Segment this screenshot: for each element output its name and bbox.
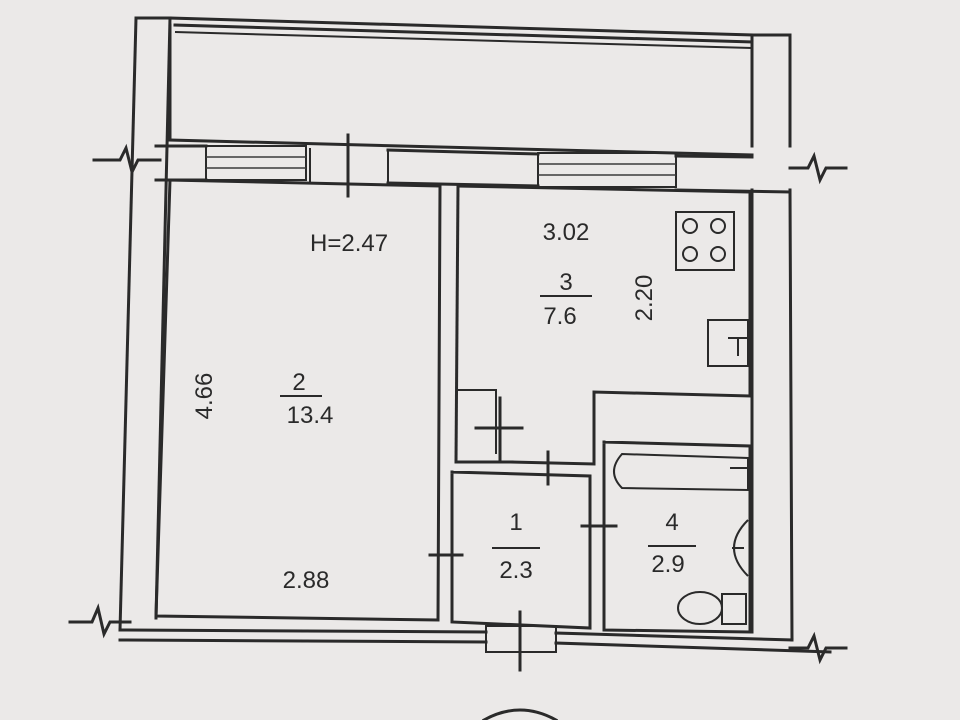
room-1-area: 2.3 [499,557,532,584]
room-3-width-dimension: 3.02 [543,219,590,246]
outer-walls [118,16,832,654]
balcony-wall [154,133,792,198]
room-4-area: 2.9 [651,551,684,578]
room-1-walls [450,470,592,630]
ceiling-height-label: H=2.47 [310,230,388,257]
room-2-walls [154,178,442,622]
washbasin-icon [732,519,749,577]
room-3-area: 7.6 [543,303,576,330]
room-2-height-dimension: 4.66 [191,373,218,420]
balcony [168,16,754,157]
compass-partial-icon [481,708,559,720]
door-marks [428,396,618,672]
break-marks [68,143,848,665]
toilet-icon [677,591,747,625]
room-4-number: 4 [665,509,678,536]
bathtub-icon [613,452,750,492]
window-room2 [205,145,307,181]
room-2-number: 2 [292,369,305,396]
room-2-width-dimension: 2.88 [283,567,330,594]
window-room3 [537,152,677,188]
kitchen-sink-icon [707,319,749,367]
room-3-height-dimension: 2.20 [631,275,658,322]
room-3-number: 3 [559,269,572,296]
room-4-walls [602,440,752,634]
room-1-number: 1 [509,509,522,536]
stove-icon [675,211,735,271]
room-3-walls [454,184,752,466]
room-2-area: 13.4 [287,402,334,429]
